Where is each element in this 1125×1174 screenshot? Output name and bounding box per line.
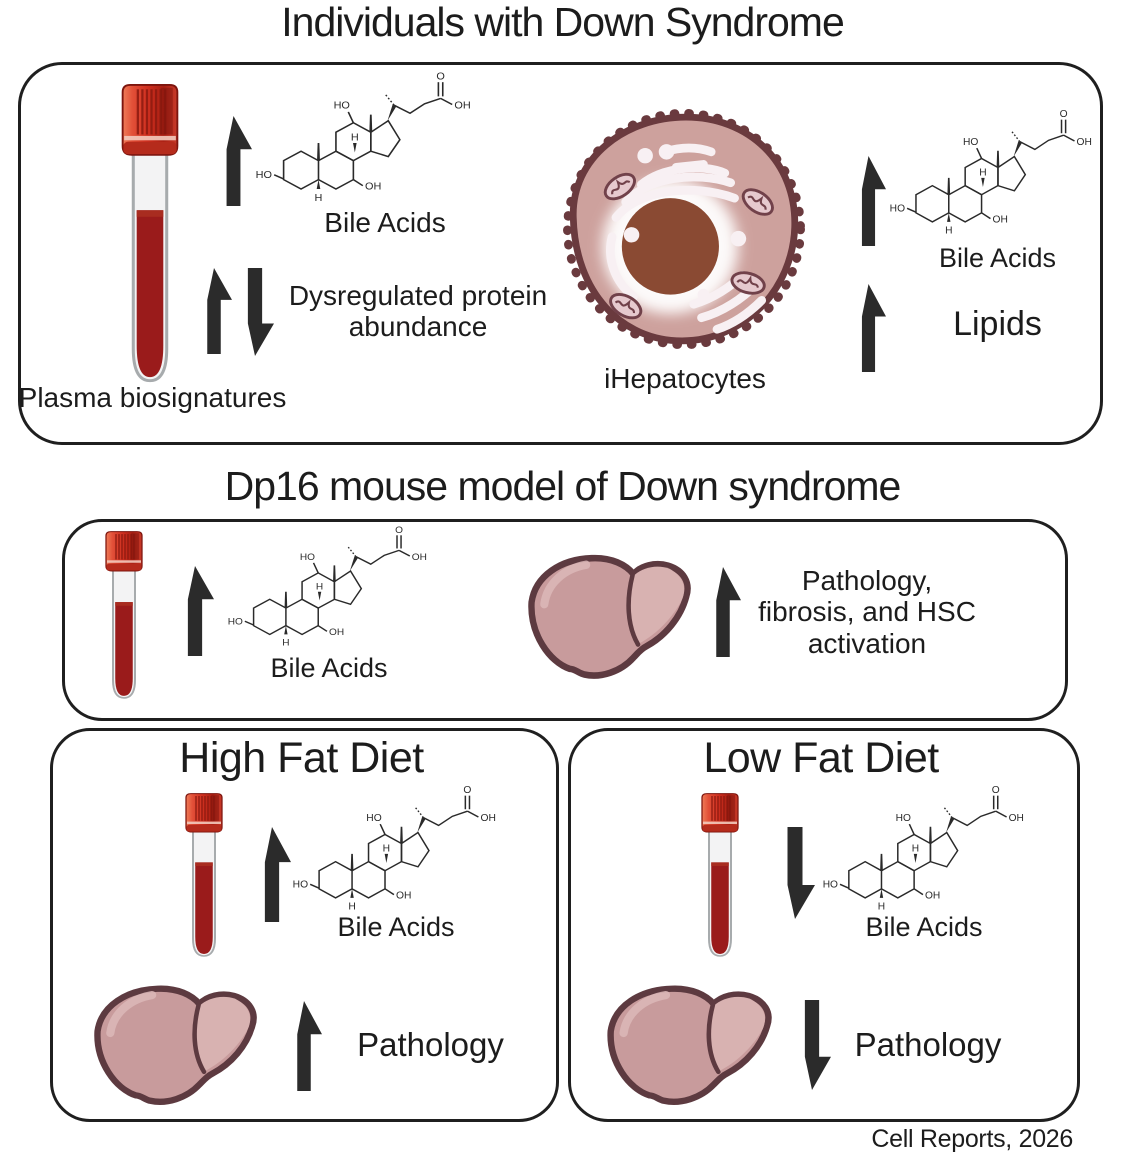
up-arrow-icon xyxy=(716,567,741,657)
bile-acid-structure xyxy=(890,108,1093,238)
up-arrow-icon xyxy=(861,284,886,372)
high-fat-diet-title: High Fat Diet xyxy=(179,734,424,782)
dysregulated-line1: Dysregulated protein xyxy=(288,280,548,311)
section-title-mouse: Dp16 mouse model of Down syndrome xyxy=(224,463,902,509)
blood-tube-icon xyxy=(121,83,179,383)
bile-acids-label-human: Bile Acids xyxy=(324,207,446,238)
ihepatocytes-label: iHepatocytes xyxy=(604,363,766,394)
up-arrow-icon xyxy=(226,116,252,206)
bile-acid-structure xyxy=(823,784,1025,914)
pathology-fibrosis-label: Pathology, fibrosis, and HSC activation xyxy=(748,565,986,659)
down-arrow-icon xyxy=(236,268,274,356)
bile-acid-structure xyxy=(293,784,497,914)
lipids-label: Lipids xyxy=(953,305,1042,343)
dysregulated-line2: abundance xyxy=(348,310,488,342)
journal-credit: Cell Reports, 2026 xyxy=(871,1125,1073,1153)
bile-acid-structure xyxy=(228,524,428,650)
bile-acids-label-hfd: Bile Acids xyxy=(337,912,455,942)
down-arrow-icon xyxy=(793,1000,831,1090)
bile-acids-label-human-right: Bile Acids xyxy=(938,243,1057,273)
liver-icon xyxy=(83,977,265,1108)
liver-icon xyxy=(596,977,780,1108)
pathology-label-hfd: Pathology xyxy=(357,1026,504,1063)
liver-line2: fibrosis, and HSC xyxy=(758,596,976,628)
plasma-biosignatures-label: Plasma biosignatures xyxy=(18,382,287,413)
down-arrow-icon xyxy=(775,827,815,919)
up-arrow-icon xyxy=(861,156,886,246)
liver-line3: activation xyxy=(807,627,927,659)
section-title-human: Individuals with Down Syndrome xyxy=(281,0,845,45)
bile-acids-label-lfd: Bile Acids xyxy=(865,912,983,942)
hepatocyte-cell-icon xyxy=(548,94,820,364)
dysregulated-protein-label: Dysregulated protein abundance xyxy=(278,280,558,343)
bile-acid-structure xyxy=(256,70,472,205)
up-arrow-icon xyxy=(207,268,232,354)
liver-line1: Pathology, xyxy=(801,565,933,596)
bile-acids-label-mouse: Bile Acids xyxy=(270,653,388,683)
liver-icon xyxy=(517,546,699,682)
up-arrow-icon xyxy=(264,827,291,922)
up-arrow-icon xyxy=(187,566,214,656)
pathology-label-lfd: Pathology xyxy=(854,1026,1002,1063)
blood-tube-icon xyxy=(185,792,223,957)
blood-tube-icon xyxy=(105,530,143,699)
up-arrow-icon xyxy=(297,1001,322,1091)
low-fat-diet-title: Low Fat Diet xyxy=(703,734,939,782)
human-panel-box xyxy=(18,62,1103,445)
blood-tube-icon xyxy=(701,792,739,957)
